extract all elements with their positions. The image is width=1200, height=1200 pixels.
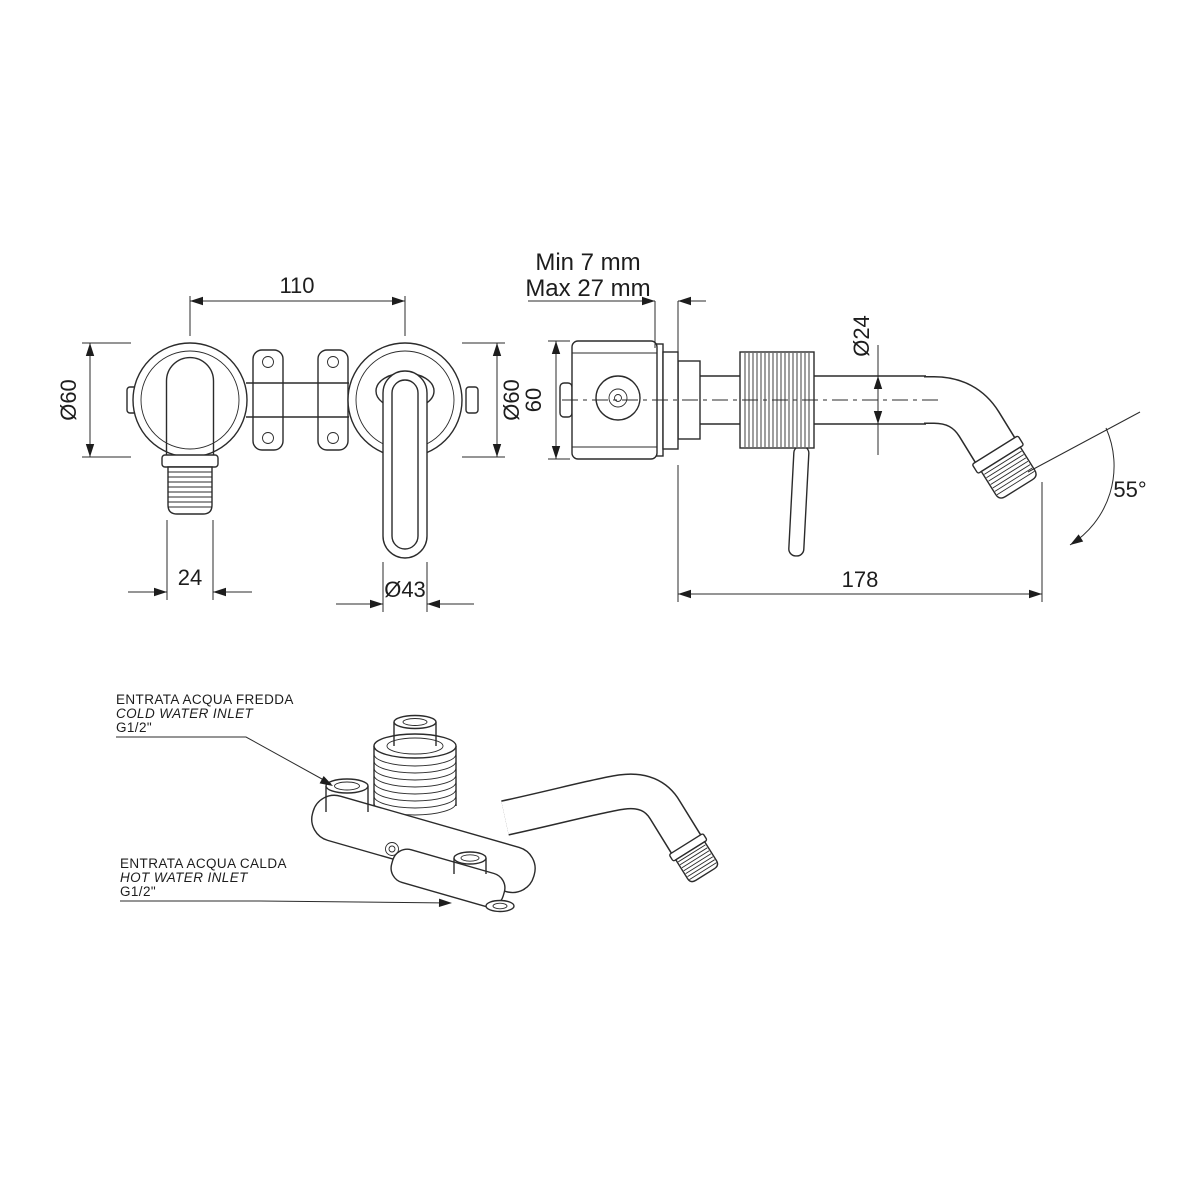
- dim-d43-label: Ø43: [384, 577, 426, 602]
- mounting-bracket: [246, 349, 349, 451]
- wall-min-label: Min 7 mm: [535, 249, 640, 276]
- dim-handle-diameter: Ø43: [336, 562, 474, 612]
- dim-110: 110: [189, 273, 406, 336]
- dim-178-label: 178: [842, 567, 879, 592]
- dim-110-label: 110: [279, 273, 314, 298]
- dim-55-label: 55°: [1113, 477, 1146, 502]
- iso-body: [311, 794, 536, 908]
- cold-leader-line: [116, 736, 332, 785]
- dim-24-label: 24: [178, 565, 202, 590]
- handle-escutcheon: [347, 342, 463, 559]
- hot-note-line3: G1/2": [120, 884, 156, 899]
- iso-view: ENTRATA ACQUA FREDDA COLD WATER INLET G1…: [116, 692, 719, 913]
- front-view: 110 Ø60 Ø60 24 Ø43: [56, 273, 524, 612]
- dim-spout-reach: 178: [677, 465, 1043, 602]
- cold-note-line3: G1/2": [116, 720, 152, 735]
- dim-d60-right-label: Ø60: [499, 379, 524, 421]
- iso-spout: [501, 773, 719, 883]
- spout-escutcheon: [132, 342, 248, 515]
- hot-note-line2: HOT WATER INLET: [120, 870, 249, 885]
- dim-body-height: 60: [521, 340, 570, 460]
- side-view: Min 7 mm Max 27 mm 60 Ø24 55°: [521, 249, 1147, 602]
- iso-cold-inlet: [325, 778, 369, 812]
- right-lug: [465, 386, 479, 414]
- wall-max-label: Max 27 mm: [525, 275, 650, 302]
- hot-note-line1: ENTRATA ACQUA CALDA: [120, 856, 287, 871]
- dim-spout-width: 24: [128, 520, 252, 600]
- cold-note-line2: COLD WATER INLET: [116, 706, 255, 721]
- hot-water-note: ENTRATA ACQUA CALDA HOT WATER INLET G1/2…: [120, 856, 453, 908]
- dim-tube-diameter: Ø24: [849, 315, 883, 455]
- iso-bottom-port: [485, 899, 515, 913]
- iso-threaded-cylinder: [373, 714, 457, 816]
- dim-60-label: 60: [521, 388, 546, 412]
- dim-spout-angle: 55°: [1027, 411, 1147, 549]
- dim-right-diameter: Ø60: [462, 342, 524, 458]
- iso-screw: [385, 842, 399, 856]
- dim-d24-label: Ø24: [849, 315, 874, 357]
- dim-wall-thickness: Min 7 mm Max 27 mm: [525, 249, 706, 356]
- dim-d60-left-label: Ø60: [56, 379, 81, 421]
- dim-left-diameter: Ø60: [56, 342, 131, 458]
- iso-aerator-tip: [669, 833, 719, 883]
- hot-leader-line: [120, 900, 451, 904]
- cold-note-line1: ENTRATA ACQUA FREDDA: [116, 692, 294, 707]
- cold-water-note: ENTRATA ACQUA FREDDA COLD WATER INLET G1…: [116, 692, 336, 790]
- side-lever: [788, 445, 810, 557]
- iso-hot-inlet: [453, 851, 487, 874]
- side-aerator-tip: [972, 435, 1037, 499]
- side-tube: [678, 375, 1037, 499]
